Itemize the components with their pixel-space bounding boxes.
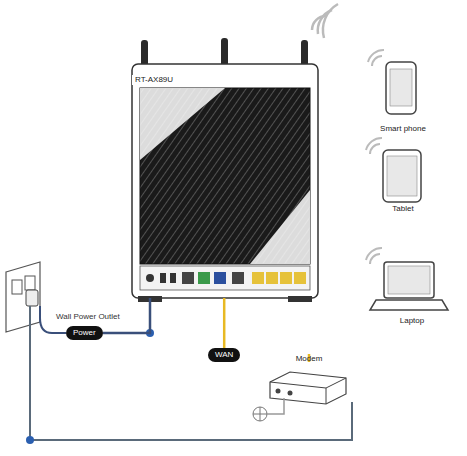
node-label: RT-AX89U (132, 75, 176, 85)
tag-label: WAN (215, 350, 233, 360)
cable-tag: Power (66, 326, 103, 340)
cable-tag: WAN (208, 348, 240, 362)
tag-label: Power (73, 328, 96, 338)
modem-body (253, 372, 346, 421)
node-label: Smart phone (360, 124, 446, 134)
outlet-label: Wall Power Outlet (56, 312, 120, 321)
modem-power-cord (30, 306, 352, 440)
node-label: Laptop (362, 316, 462, 326)
device-box: Tablet (360, 146, 446, 214)
router-box: RT-AX89U (132, 64, 318, 298)
modem-box: Modem (262, 354, 356, 406)
laptop-icon (366, 248, 448, 310)
router-body (132, 64, 318, 302)
wall-outlet (6, 262, 40, 332)
wifi-signal (312, 4, 338, 38)
node-label: Modem (262, 354, 356, 364)
smartphone-icon (368, 50, 416, 114)
tablet-icon (366, 138, 421, 202)
device-box: Smart phone (360, 58, 446, 134)
device-box: Laptop (362, 246, 462, 326)
connector-dot (26, 436, 34, 444)
cable (223, 298, 226, 348)
node-label: Tablet (360, 204, 446, 214)
